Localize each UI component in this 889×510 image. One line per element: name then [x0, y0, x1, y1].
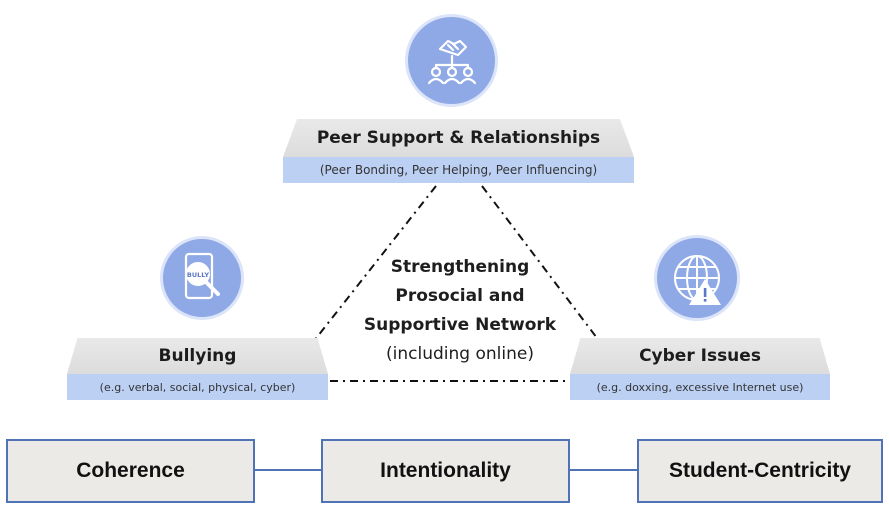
handshake-network-icon: [405, 14, 498, 107]
node-bullying-subtitle: (e.g. verbal, social, physical, cyber): [67, 374, 328, 400]
globe-warning-icon: [654, 235, 740, 321]
center-line-2: Prosocial and: [395, 286, 525, 306]
node-cyber-issues-title: Cyber Issues: [570, 338, 830, 374]
node-cyber-issues: Cyber Issues (e.g. doxxing, excessive In…: [570, 338, 830, 400]
pillar-coherence: Coherence: [6, 439, 255, 503]
pillar-student-centricity: Student-Centricity: [637, 439, 883, 503]
center-line-4: (including online): [386, 344, 534, 364]
node-bullying: Bullying (e.g. verbal, social, physical,…: [67, 338, 328, 400]
bully-icon-text: BULLY: [187, 271, 210, 279]
pillar-intentionality: Intentionality: [321, 439, 570, 503]
connector-top-left: [309, 185, 437, 347]
center-line-3: Supportive Network: [363, 315, 557, 335]
node-peer-support: Peer Support & Relationships (Peer Bondi…: [283, 119, 634, 183]
node-peer-support-subtitle: (Peer Bonding, Peer Helping, Peer Influe…: [283, 157, 634, 183]
node-cyber-issues-subtitle: (e.g. doxxing, excessive Internet use): [570, 374, 830, 400]
node-peer-support-title: Peer Support & Relationships: [283, 119, 634, 157]
center-line-1: Strengthening: [390, 257, 530, 277]
pillar-connector-left: [254, 469, 322, 471]
center-label: Strengthening Prosocial and Supportive N…: [342, 253, 578, 369]
node-bullying-title: Bullying: [67, 338, 328, 374]
phone-bully-magnifier-icon: BULLY: [160, 236, 244, 320]
pillar-connector-right: [569, 469, 638, 471]
connector-top-right: [481, 185, 604, 347]
